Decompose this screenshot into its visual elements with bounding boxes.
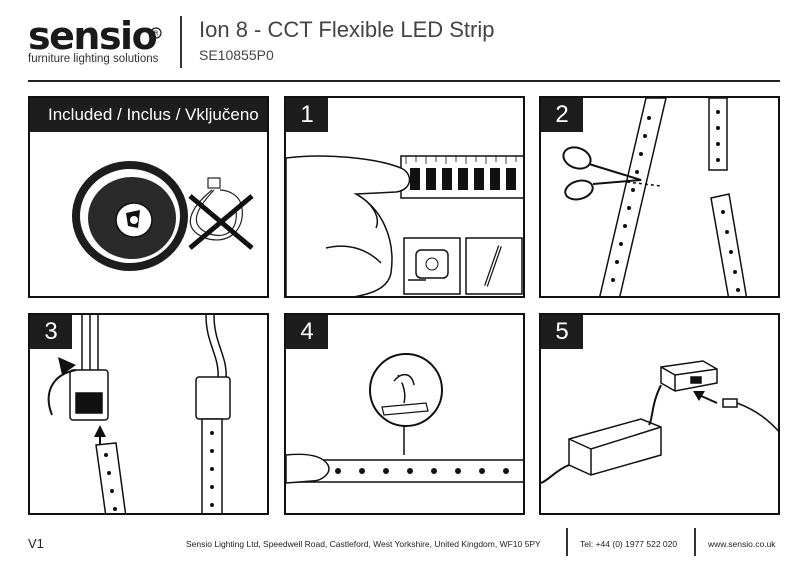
footer-divider <box>566 528 568 556</box>
driver-power-supply-icon <box>568 418 662 476</box>
crossed-out-connector-icon <box>188 177 254 250</box>
step-number-3: 3 <box>30 315 72 349</box>
led-strip-vertical-bottom <box>710 193 748 296</box>
plug-connector-icon <box>722 398 778 432</box>
connector-clip-icon <box>69 315 109 421</box>
step-3-illustration <box>47 315 231 513</box>
panel-step-1: 1 <box>284 96 525 298</box>
website-link[interactable]: www.sensio.co.uk <box>708 539 776 549</box>
step-number-4: 4 <box>286 315 328 349</box>
driver-cable <box>648 384 662 426</box>
pressing-hand-icon <box>286 453 330 484</box>
panel-step-5: 5 <box>539 313 780 515</box>
pencil-tool-icon <box>465 237 523 295</box>
tape-measure-tool-icon <box>403 237 461 295</box>
mains-cable <box>541 464 570 484</box>
junction-box-icon <box>660 360 718 392</box>
step-4-illustration <box>286 353 523 484</box>
rotate-arrow-head <box>58 357 76 375</box>
led-strip-diagonal <box>599 98 667 296</box>
led-strip-horizontal <box>286 459 523 483</box>
step-2-illustration <box>562 98 748 296</box>
panel-included: Included / Inclus / Vključeno <box>28 96 269 298</box>
version-label: V1 <box>28 536 44 551</box>
product-code: SE10855P0 <box>199 47 274 63</box>
peel-backing-detail-icon <box>369 353 443 455</box>
step-number-1: 1 <box>286 98 328 132</box>
included-items-illustration <box>72 161 254 271</box>
svg-text:R: R <box>154 30 159 38</box>
included-heading: Included / Inclus / Vključeno <box>30 98 267 132</box>
brand-logo: sensio <box>28 14 158 58</box>
company-address: Sensio Lighting Ltd, Speedwell Road, Cas… <box>186 539 541 549</box>
hand-icon <box>286 155 411 296</box>
document-title: Ion 8 - CCT Flexible LED Strip <box>199 17 495 42</box>
header-divider <box>180 16 182 68</box>
step-number-5: 5 <box>541 315 583 349</box>
registered-mark-icon: R <box>150 27 162 39</box>
led-reel-icon <box>72 161 188 271</box>
step-5-illustration <box>541 360 778 484</box>
brand-tagline: furniture lighting solutions <box>28 53 159 65</box>
step-number-2: 2 <box>541 98 583 132</box>
header-rule <box>28 80 780 82</box>
panel-step-2: 2 <box>539 96 780 298</box>
led-strip-vertical-top <box>708 98 728 171</box>
footer-divider <box>694 528 696 556</box>
led-strip-piece <box>95 442 127 513</box>
panel-step-4: 4 <box>284 313 525 515</box>
plug-in-arrow <box>698 394 718 404</box>
measuring-tape-strip <box>400 155 523 199</box>
rotate-arrow <box>47 369 77 416</box>
step-1-illustration <box>286 155 523 296</box>
connected-strip-icon <box>195 315 231 513</box>
scissors-icon <box>562 146 642 201</box>
telephone: Tel: +44 (0) 1977 522 020 <box>580 539 678 549</box>
panel-step-3: 3 <box>28 313 269 515</box>
